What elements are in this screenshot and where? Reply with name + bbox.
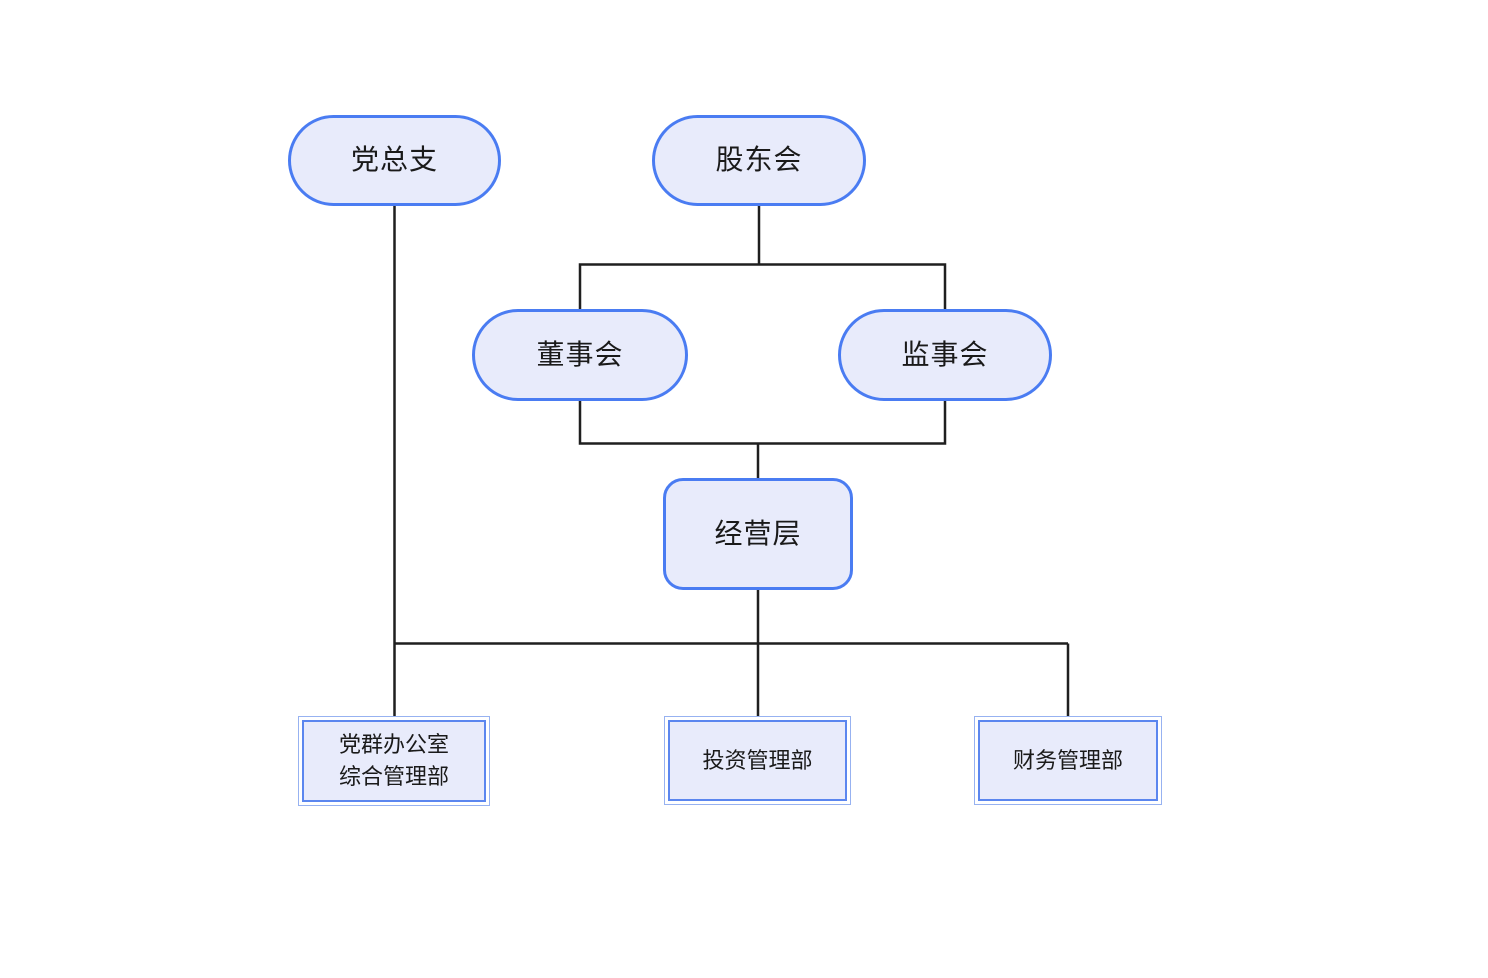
node-board-of-directors[interactable]: 董事会 xyxy=(472,309,688,401)
node-investment-management-dept-label: 投资管理部 xyxy=(702,747,813,773)
node-party-office-general-dept[interactable]: 党群办公室 综合管理部 xyxy=(298,716,490,806)
node-board-of-directors-label: 董事会 xyxy=(536,338,624,370)
node-management-level-label: 经营层 xyxy=(714,517,802,549)
node-investment-management-dept[interactable]: 投资管理部 xyxy=(664,716,851,805)
node-party-office-general-dept-label: 党群办公室 综合管理部 xyxy=(338,732,449,789)
node-party-office-general-dept-frame: 党群办公室 综合管理部 xyxy=(302,720,486,802)
node-board-of-supervisors-label: 监事会 xyxy=(901,338,989,370)
node-finance-management-dept[interactable]: 财务管理部 xyxy=(974,716,1162,805)
edge-merge-directors-supervisors xyxy=(578,401,947,445)
node-investment-management-dept-frame: 投资管理部 xyxy=(668,720,847,801)
edge-split-to-directors-supervisors xyxy=(578,263,947,309)
node-party-branch[interactable]: 党总支 xyxy=(288,115,501,206)
node-board-of-supervisors[interactable]: 监事会 xyxy=(838,309,1052,401)
node-management-level[interactable]: 经营层 xyxy=(663,478,853,590)
node-shareholders-meeting[interactable]: 股东会 xyxy=(652,115,866,206)
node-shareholders-meeting-label: 股东会 xyxy=(715,144,803,176)
node-finance-management-dept-label: 财务管理部 xyxy=(1012,747,1123,773)
node-party-branch-label: 党总支 xyxy=(350,144,438,176)
node-finance-management-dept-frame: 财务管理部 xyxy=(978,720,1158,801)
